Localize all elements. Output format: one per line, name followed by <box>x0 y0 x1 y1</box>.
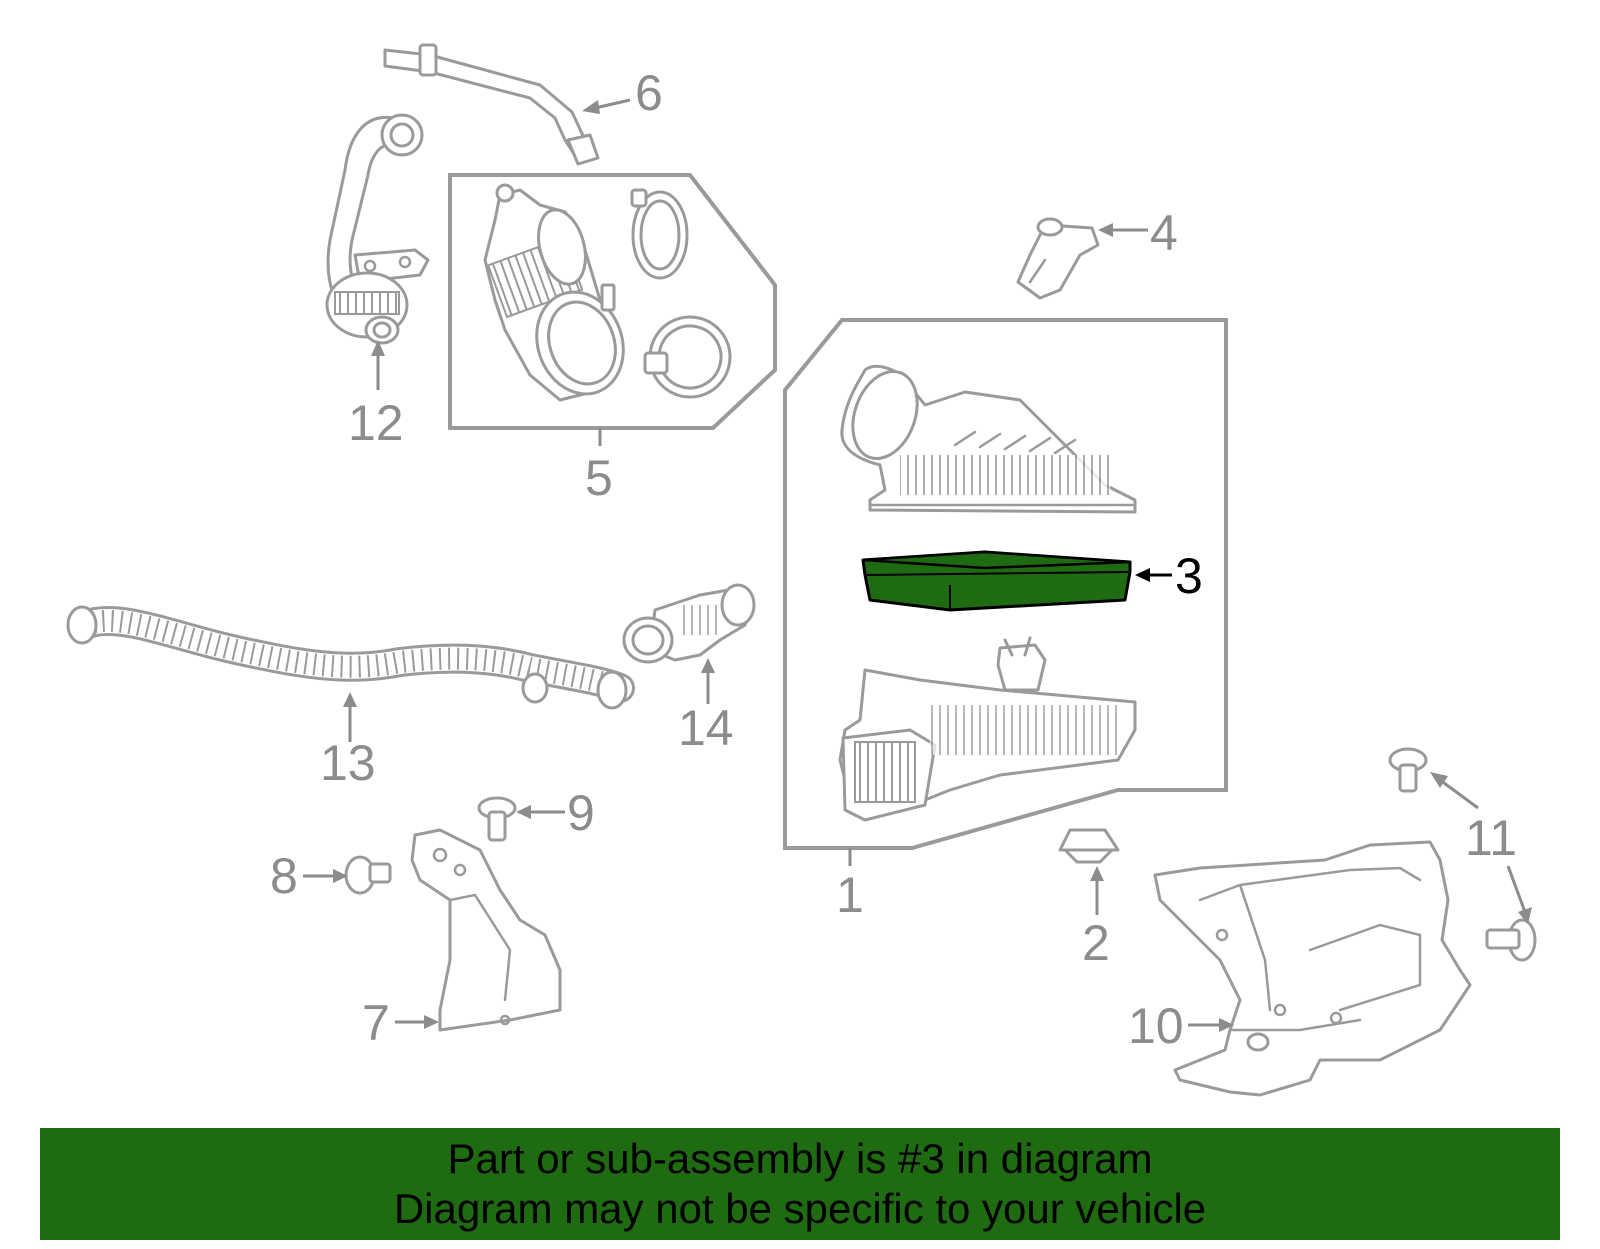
callout-2: 2 <box>1082 915 1110 971</box>
leader-11-upper <box>1430 772 1479 810</box>
callout-14: 14 <box>678 700 734 756</box>
leader-6 <box>582 98 631 114</box>
part-5-intake-duct <box>483 183 625 402</box>
leader-8 <box>303 869 348 883</box>
leader-11-lower <box>1506 865 1532 924</box>
part-11-push-pin-lower <box>1485 918 1537 962</box>
part-4-sensor <box>1016 217 1100 300</box>
part-1-assembly-box <box>783 318 1228 850</box>
callout-5: 5 <box>585 450 613 506</box>
leader-4 <box>1098 223 1148 237</box>
part-11-push-pin-upper <box>1388 747 1428 793</box>
callout-4: 4 <box>1150 205 1178 261</box>
callout-13: 13 <box>320 735 376 791</box>
leader-2 <box>1090 866 1104 915</box>
callout-10: 10 <box>1128 998 1184 1054</box>
callout-11: 11 <box>1465 810 1517 866</box>
leader-9 <box>516 805 565 819</box>
leader-10 <box>1188 1018 1234 1032</box>
part-13-corrugated-hose <box>66 605 635 710</box>
part-5-clamp-upper <box>630 188 689 280</box>
part-8-push-pin <box>344 855 392 895</box>
callout-6: 6 <box>635 65 663 121</box>
info-banner: Part or sub-assembly is #3 in diagram Di… <box>40 1128 1560 1240</box>
leader-3 <box>1135 568 1172 582</box>
leader-14 <box>701 658 715 704</box>
part-5-clamp-lower <box>643 315 732 399</box>
part-7-bracket <box>410 828 562 1032</box>
leader-13 <box>343 692 357 742</box>
callout-7: 7 <box>362 995 390 1051</box>
part-1-upper-housing <box>840 364 1137 514</box>
part-12-hose-resonator <box>325 113 430 345</box>
leader-12 <box>371 340 385 390</box>
part-9-push-pin <box>477 796 517 842</box>
part-6-vent-tube <box>383 43 600 166</box>
banner-line-2: Diagram may not be specific to your vehi… <box>393 1185 1207 1232</box>
part-14-elbow-hose <box>622 583 756 664</box>
part-1-lower-housing <box>838 636 1137 822</box>
callout-8: 8 <box>270 848 298 904</box>
leader-7 <box>395 1015 439 1029</box>
part-5-kit-box <box>448 173 777 430</box>
callout-1: 1 <box>836 867 864 923</box>
banner-line-1: Part or sub-assembly is #3 in diagram <box>447 1135 1153 1182</box>
callout-9: 9 <box>567 785 595 841</box>
callout-3: 3 <box>1175 548 1203 604</box>
part-10-tray <box>1153 840 1472 1097</box>
callout-12: 12 <box>348 395 404 451</box>
part-2-grommet <box>1058 828 1120 864</box>
part-3-air-filter-highlighted <box>861 550 1132 612</box>
